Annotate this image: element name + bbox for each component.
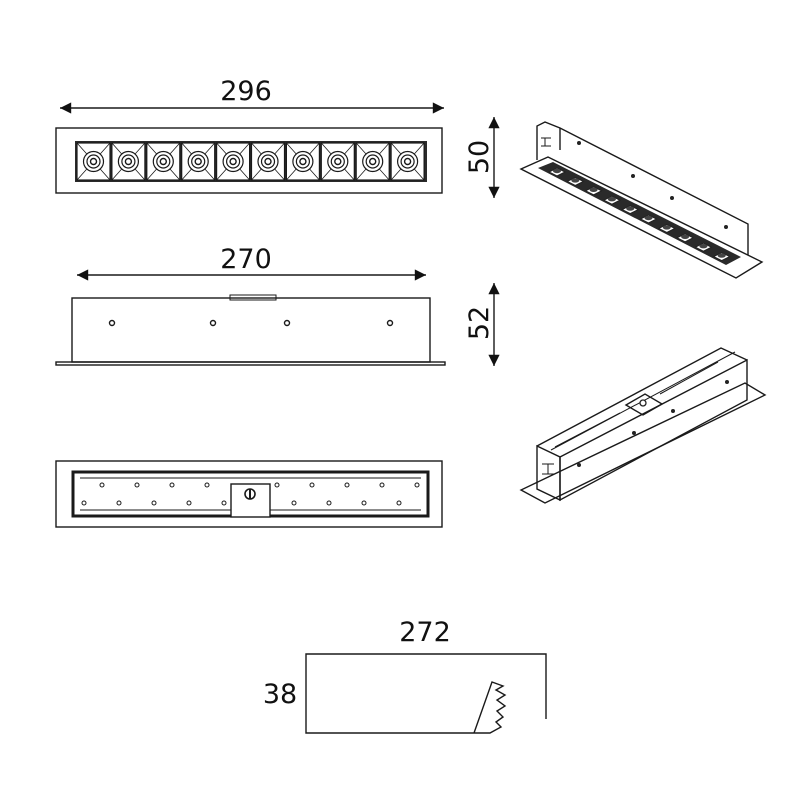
rear-hole — [169, 482, 175, 488]
iso-housing — [536, 121, 749, 255]
iso-led-cell — [602, 195, 622, 205]
iso-led-cell — [694, 242, 713, 252]
saw-icon — [473, 681, 507, 734]
rear-hole — [414, 482, 420, 488]
mount-hole — [209, 319, 217, 327]
side-view: 270 — [55, 244, 446, 366]
iso2-rail — [659, 361, 719, 395]
iso-led-strip — [538, 162, 741, 265]
iso2-flange — [519, 382, 767, 504]
iso-led-cell — [657, 223, 676, 233]
isometric-rear-view — [519, 347, 767, 504]
iso-hole — [724, 225, 728, 229]
iso-hole — [577, 463, 581, 467]
led-cell — [181, 142, 216, 181]
iso2-rail — [554, 412, 621, 448]
iso-hole — [577, 141, 581, 145]
iso2-screw-icon — [639, 399, 647, 407]
rear-hole — [116, 500, 122, 506]
rear-hole — [151, 500, 157, 506]
rear-hole — [344, 482, 350, 488]
dimension-label-38: 38 — [263, 679, 297, 710]
top-tab — [229, 294, 277, 301]
top-view: 296 — [55, 76, 444, 194]
rear-hole — [186, 500, 192, 506]
iso-hole — [670, 196, 674, 200]
rear-hole — [396, 500, 402, 506]
iso2-side-face — [559, 358, 748, 502]
flange-side — [55, 361, 446, 366]
rear-hole — [291, 500, 297, 506]
iso-led-cell — [621, 205, 640, 215]
led-cell — [250, 142, 286, 181]
iso-flange — [519, 156, 764, 279]
iso-led-cell — [675, 233, 695, 243]
rear-hole — [99, 482, 105, 488]
dimension-label-50: 50 — [464, 140, 495, 174]
rear-hole — [309, 482, 315, 488]
dimension-label-52: 52 — [464, 306, 495, 340]
iso-hole — [725, 380, 729, 384]
rear-hole — [326, 500, 332, 506]
rear-hole — [221, 500, 227, 506]
mount-hole — [108, 319, 116, 327]
led-cell — [216, 142, 251, 181]
led-cells — [76, 142, 425, 181]
cutout-view: 272 38 — [263, 617, 547, 734]
led-cell — [390, 142, 425, 181]
rear-hole — [81, 500, 87, 506]
dimension-label-296: 296 — [220, 76, 272, 107]
rear-hole — [204, 482, 210, 488]
dimension-label-270: 270 — [220, 244, 272, 275]
iso-hole — [631, 174, 635, 178]
trim-outline — [55, 127, 443, 194]
rear-hole — [134, 482, 140, 488]
led-cell — [111, 142, 146, 181]
iso-led-cell — [712, 252, 731, 262]
trim-outline-rear — [55, 460, 443, 528]
rear-view — [55, 460, 443, 528]
cutout-outline — [305, 653, 547, 734]
dimension-label-272: 272 — [399, 617, 451, 648]
iso-hole — [632, 431, 636, 435]
rear-hole — [379, 482, 385, 488]
led-cell — [355, 142, 390, 181]
iso-hole — [671, 409, 675, 413]
iso2-top-edge — [536, 347, 748, 447]
iso-led-cell — [566, 176, 585, 186]
led-cell — [320, 142, 355, 181]
iso-led-cell — [639, 214, 658, 224]
led-cell — [76, 142, 111, 181]
iso2-bracket — [624, 393, 664, 416]
iso2-label-mark — [542, 463, 554, 475]
rear-hole — [361, 500, 367, 506]
mount-hole — [283, 319, 291, 327]
mount-hole — [386, 319, 394, 327]
iso-label-mark — [541, 137, 551, 147]
rear-hole — [274, 482, 280, 488]
housing-side — [71, 297, 431, 363]
isometric-front-view — [519, 121, 764, 279]
rear-dots — [81, 482, 420, 506]
led-cell — [146, 142, 181, 181]
iso-led-cells — [547, 167, 731, 262]
led-cell — [285, 142, 320, 181]
iso-led-cell — [547, 167, 567, 177]
iso-led-cell — [584, 186, 603, 196]
